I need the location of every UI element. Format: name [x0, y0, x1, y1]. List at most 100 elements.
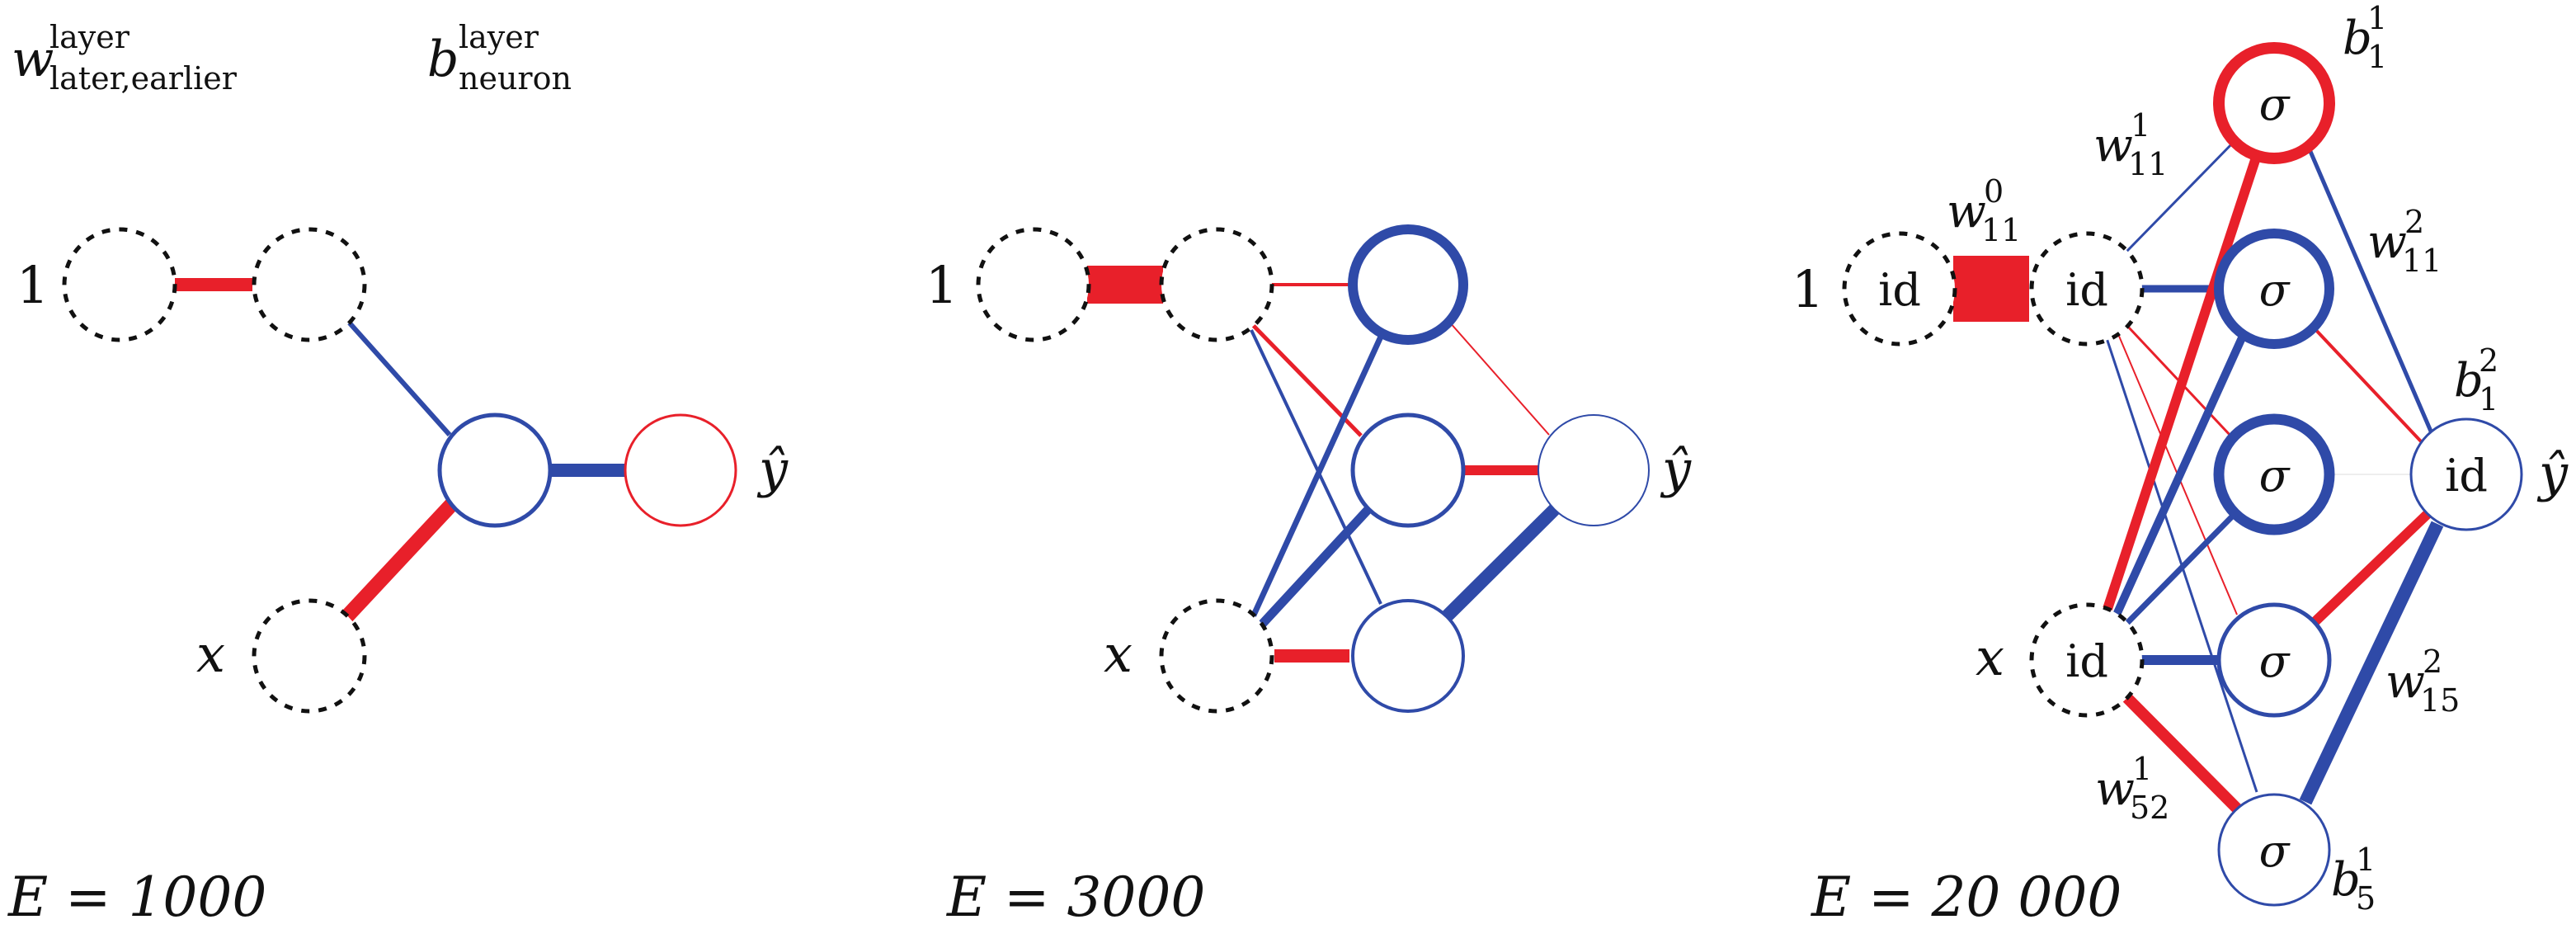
edge — [1254, 505, 1373, 632]
svg-text:2: 2 — [2479, 342, 2498, 379]
bias-input-node — [976, 227, 1091, 342]
b1-2-annotation: b 2 1 — [2454, 342, 2498, 417]
x-input-node — [2029, 602, 2145, 718]
hidden-node-3 — [1350, 413, 1466, 528]
svg-text:15: 15 — [2420, 682, 2460, 719]
sigma-label: σ — [2259, 450, 2291, 502]
one-label: 1 — [16, 255, 49, 315]
yhat-label: ŷ — [1660, 439, 1692, 499]
hidden-node-4 — [1351, 599, 1465, 713]
edge — [2103, 151, 2263, 611]
epochs-label: E = 1000 — [7, 865, 266, 929]
edge — [2124, 509, 2239, 626]
sigma-node-5 — [2217, 793, 2331, 907]
svg-text:w: w — [1947, 185, 1986, 238]
sigma-node-2 — [2214, 229, 2334, 349]
b1-1-annotation: b 1 1 — [2343, 0, 2387, 75]
edge — [1250, 329, 1382, 605]
edge — [342, 316, 452, 436]
svg-text:2: 2 — [2404, 204, 2424, 240]
w11-2-annotation: w 2 11 — [2367, 204, 2442, 279]
legend: w layer later,earlier b layer neuron — [12, 19, 572, 97]
edge — [1441, 504, 1560, 622]
panel-3: id id id id σ σ σ σ σ 1 x ŷ E = 20 000 w… — [1792, 0, 2569, 929]
w11-1-annotation: w 1 11 — [2093, 107, 2168, 182]
edge — [2299, 521, 2444, 805]
sigma-node-3 — [2213, 413, 2335, 535]
svg-text:11: 11 — [1981, 212, 2021, 248]
svg-text:11: 11 — [2128, 146, 2168, 182]
sigma-label: σ — [2259, 264, 2291, 316]
svg-text:1: 1 — [2356, 842, 2376, 878]
x-label: x — [196, 624, 225, 684]
edge — [1248, 335, 1384, 622]
x-input-node — [1159, 598, 1274, 714]
svg-text:2: 2 — [2423, 644, 2442, 680]
one-label: 1 — [1792, 259, 1824, 319]
hidden-node-1 — [1159, 227, 1274, 342]
weight-subscript: later,earlier — [49, 60, 238, 97]
bias-input-node — [1842, 231, 1957, 347]
svg-text:1: 1 — [2132, 751, 2152, 787]
sigma-node-4 — [2216, 602, 2332, 718]
panel-1: 1 x ŷ E = 1000 — [7, 227, 789, 929]
one-label: 1 — [925, 255, 958, 315]
sigma-node-1 — [2213, 42, 2335, 164]
svg-text:1: 1 — [2367, 39, 2387, 75]
identity-label: id — [1878, 264, 1921, 316]
panel-3-nodes — [1842, 42, 2523, 907]
output-node — [2409, 417, 2523, 531]
yhat-label: ŷ — [2536, 443, 2569, 503]
svg-text:b: b — [2454, 354, 2484, 408]
svg-text:w: w — [2367, 215, 2407, 269]
svg-text:w: w — [2385, 655, 2425, 709]
w11-0-annotation: w 0 11 — [1947, 173, 2021, 248]
panel-2-edges — [1087, 266, 1560, 663]
svg-text:5: 5 — [2356, 880, 2376, 917]
svg-text:w: w — [2093, 119, 2133, 172]
x-label: x — [1104, 624, 1133, 684]
svg-text:52: 52 — [2130, 790, 2169, 826]
edge — [1448, 321, 1550, 436]
bias-superscript: layer — [459, 19, 539, 55]
panel-2: 1 x ŷ E = 3000 — [925, 224, 1692, 929]
svg-text:1: 1 — [2479, 381, 2498, 417]
hidden-node-2 — [1348, 224, 1468, 345]
edge — [2112, 332, 2248, 617]
yhat-label: ŷ — [756, 439, 789, 499]
edge — [2310, 324, 2423, 443]
x-input-node — [252, 598, 367, 714]
panel-1-nodes — [62, 227, 737, 714]
panel-1-edges — [175, 278, 625, 625]
hidden-node-2 — [437, 413, 553, 528]
weight-symbol: w — [12, 31, 54, 88]
bias-input-node — [62, 227, 177, 342]
hidden-node-1 — [252, 227, 367, 342]
bias-symbol: b — [427, 31, 459, 88]
svg-text:1: 1 — [2131, 107, 2150, 144]
x-label: x — [1976, 627, 2004, 687]
svg-text:1: 1 — [2367, 0, 2387, 36]
panel-3-node-labels: id id id id σ σ σ σ σ — [1878, 78, 2488, 877]
panel-3-annotations: w 0 11 w 1 11 w 1 52 w 2 11 w 2 — [1947, 0, 2498, 917]
svg-text:w: w — [2095, 762, 2135, 816]
output-node — [1538, 414, 1650, 526]
edge — [2304, 141, 2434, 434]
panel-2-nodes — [976, 224, 1650, 714]
identity-label: id — [2065, 264, 2108, 316]
edge — [339, 488, 468, 625]
identity-label: id — [2445, 450, 2488, 502]
sigma-label: σ — [2259, 825, 2291, 877]
weight-superscript: layer — [49, 19, 130, 55]
bias-subscript: neuron — [459, 60, 572, 97]
sigma-label: σ — [2259, 635, 2291, 687]
identity-label: id — [2065, 635, 2108, 687]
w15-2-annotation: w 2 15 — [2385, 644, 2460, 719]
hidden-node-1 — [2029, 231, 2145, 347]
edge — [2125, 139, 2237, 253]
w52-1-annotation: w 1 52 — [2095, 751, 2169, 826]
svg-text:b: b — [2343, 12, 2372, 65]
edge — [2122, 693, 2241, 813]
epochs-label: E = 3000 — [946, 865, 1205, 929]
